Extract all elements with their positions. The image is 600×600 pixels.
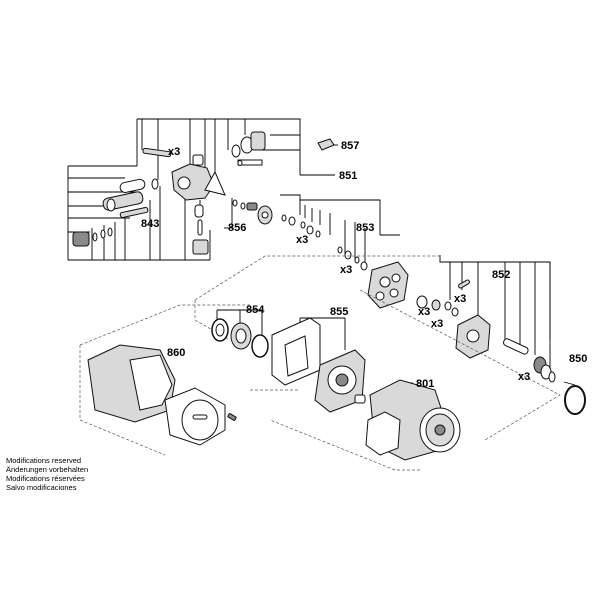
multiplier-labels: x3 x3 x3 x3 x3 x3 x3 [168,146,530,383]
group-852-parts [444,279,586,415]
group-852-frame [439,255,551,370]
callout-850: 850 [569,353,587,365]
callout-856: 856 [228,222,246,234]
callout-851: 851 [339,170,357,182]
multiplier-x3: x3 [296,234,308,246]
note-line: Salvo modificaciones [6,483,77,492]
callout-labels: 857 851 843 856 853 852 854 855 860 801 … [141,140,587,390]
group-801-parts [365,379,461,461]
multiplier-x3: x3 [418,306,430,318]
group-851-frame [67,118,335,261]
callout-853: 853 [356,222,374,234]
note-line: Modifications réservées [6,474,85,483]
multiplier-x3: x3 [168,146,180,158]
group-855-parts [271,317,366,413]
group-860-parts [87,344,237,446]
multiplier-x3: x3 [431,318,443,330]
callout-860: 860 [167,347,185,359]
bearing-icon [416,295,428,309]
assembly-guides [79,255,561,471]
part-857 [317,138,338,151]
group-853-frame [280,194,400,265]
multiplier-x3: x3 [340,264,352,276]
valve-icon [72,231,90,247]
group-856-parts [224,198,273,229]
callout-854: 854 [246,304,265,316]
callout-857: 857 [341,140,359,152]
note-line: Modifications reserved [6,456,82,465]
o-ring-icon [564,385,586,415]
screw-icon [142,147,172,158]
callout-801: 801 [416,378,434,390]
group-851-parts [72,131,266,255]
note-line: Änderungen vorbehalten [6,465,89,474]
multiplier-x3: x3 [518,371,530,383]
multiplier-x3: x3 [454,293,466,305]
callout-843: 843 [141,218,159,230]
modifications-note: Modifications reserved Änderungen vorbeh… [6,456,88,492]
callout-852: 852 [492,269,510,281]
screw-icon [227,413,237,421]
group-853-parts [281,214,441,311]
group-854-parts [211,309,269,358]
callout-855: 855 [330,306,348,318]
